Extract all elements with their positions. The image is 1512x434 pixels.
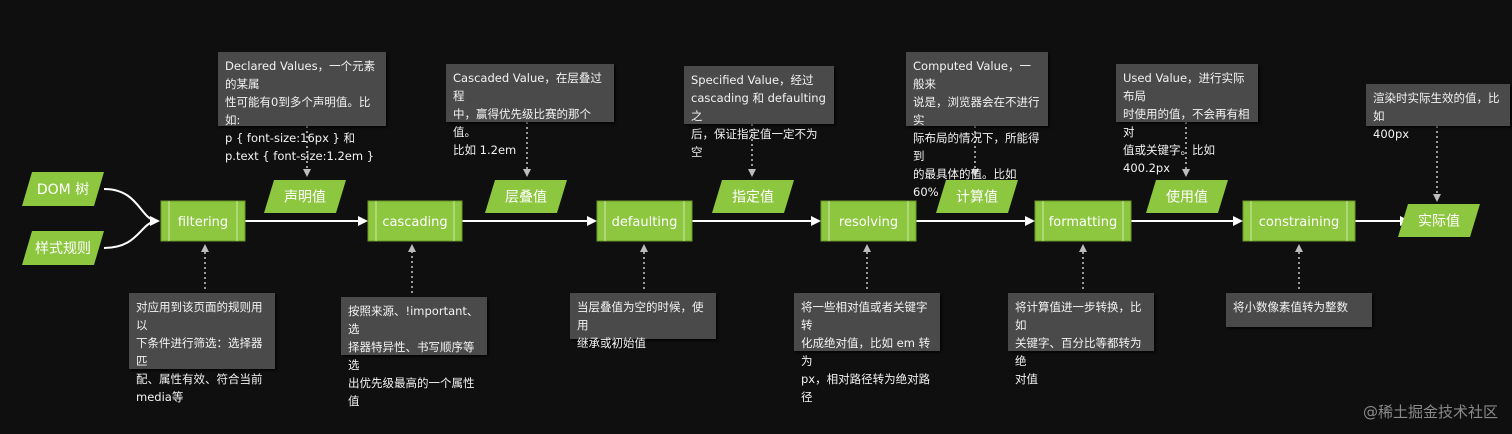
- input-dom-tree-label: DOM 树: [37, 182, 89, 198]
- top-note-4: Computed Value，一般来 说是，浏览器会在不进行实 际布局的情况下，…: [906, 52, 1048, 199]
- value-3: [712, 180, 794, 213]
- step-defaulting-label: defaulting: [612, 215, 678, 230]
- bottom-note-6: 将小数像素值转为整数: [1226, 293, 1372, 327]
- value-6-label: 实际值: [1418, 214, 1460, 230]
- step-formatting-label: formatting: [1049, 215, 1118, 230]
- step-resolving: [820, 200, 917, 242]
- value-5-label: 使用值: [1166, 189, 1208, 206]
- step-resolving-label: resolving: [839, 215, 898, 230]
- step-constraining: [1242, 200, 1356, 242]
- top-note-6: 渲染时实际生效的值，比如 400px: [1366, 84, 1510, 141]
- value-4: [936, 180, 1018, 213]
- step-filtering: [160, 200, 246, 242]
- value-1-label: 声明值: [284, 190, 326, 206]
- bottom-note-4: 将一些相对值或者关键字转 化成绝对值，比如 em 转为 px，相对路径转为绝对路…: [794, 293, 940, 404]
- input-style-rules: [22, 231, 104, 265]
- bottom-note-3: 当层叠值为空的时候，使用 继承或初始值: [570, 293, 716, 350]
- top-note-2: Cascaded Value，在层叠过程 中，赢得优先级比赛的那个值。 比如 1…: [446, 64, 614, 157]
- value-6: [1398, 204, 1480, 237]
- connector-dom: [103, 188, 160, 226]
- step-cascading-label: cascading: [382, 215, 447, 230]
- step-cascading: [367, 200, 463, 242]
- value-3-label: 指定值: [732, 190, 774, 206]
- top-note-1: Declared Values，一个元素的某属 性可能有0到多个声明值。比如: …: [218, 52, 386, 163]
- value-2: [485, 180, 567, 213]
- value-1: [264, 180, 346, 213]
- top-note-3: Specified Value，经过 cascading 和 defaultin…: [684, 66, 834, 159]
- bottom-note-5: 将计算值进一步转换，比如 关键字、百分比等都转为绝 对值: [1008, 293, 1154, 386]
- value-5: [1146, 180, 1228, 213]
- top-note-5: Used Value，进行实际布局 时使用的值，不会再有相对 值或关键字。比如 …: [1116, 64, 1258, 175]
- bottom-note-2: 按照来源、!important、选 择器特异性、书写顺序等选 出优先级最高的一个…: [341, 297, 487, 408]
- step-defaulting: [596, 200, 693, 242]
- step-constraining-label: constraining: [1259, 215, 1339, 230]
- bottom-note-1: 对应用到该页面的规则用以 下条件进行筛选：选择器匹 配、属性有效、符合当前 me…: [129, 293, 275, 404]
- value-2-label: 层叠值: [505, 190, 547, 206]
- connector-rules: [103, 220, 159, 249]
- step-formatting: [1034, 200, 1132, 242]
- input-dom-tree: [22, 172, 104, 206]
- watermark: @稀土掘金技术社区: [1362, 403, 1498, 421]
- input-style-rules-label: 样式规则: [35, 241, 91, 257]
- step-filtering-label: filtering: [178, 215, 228, 230]
- value-4-label: 计算值: [956, 190, 998, 206]
